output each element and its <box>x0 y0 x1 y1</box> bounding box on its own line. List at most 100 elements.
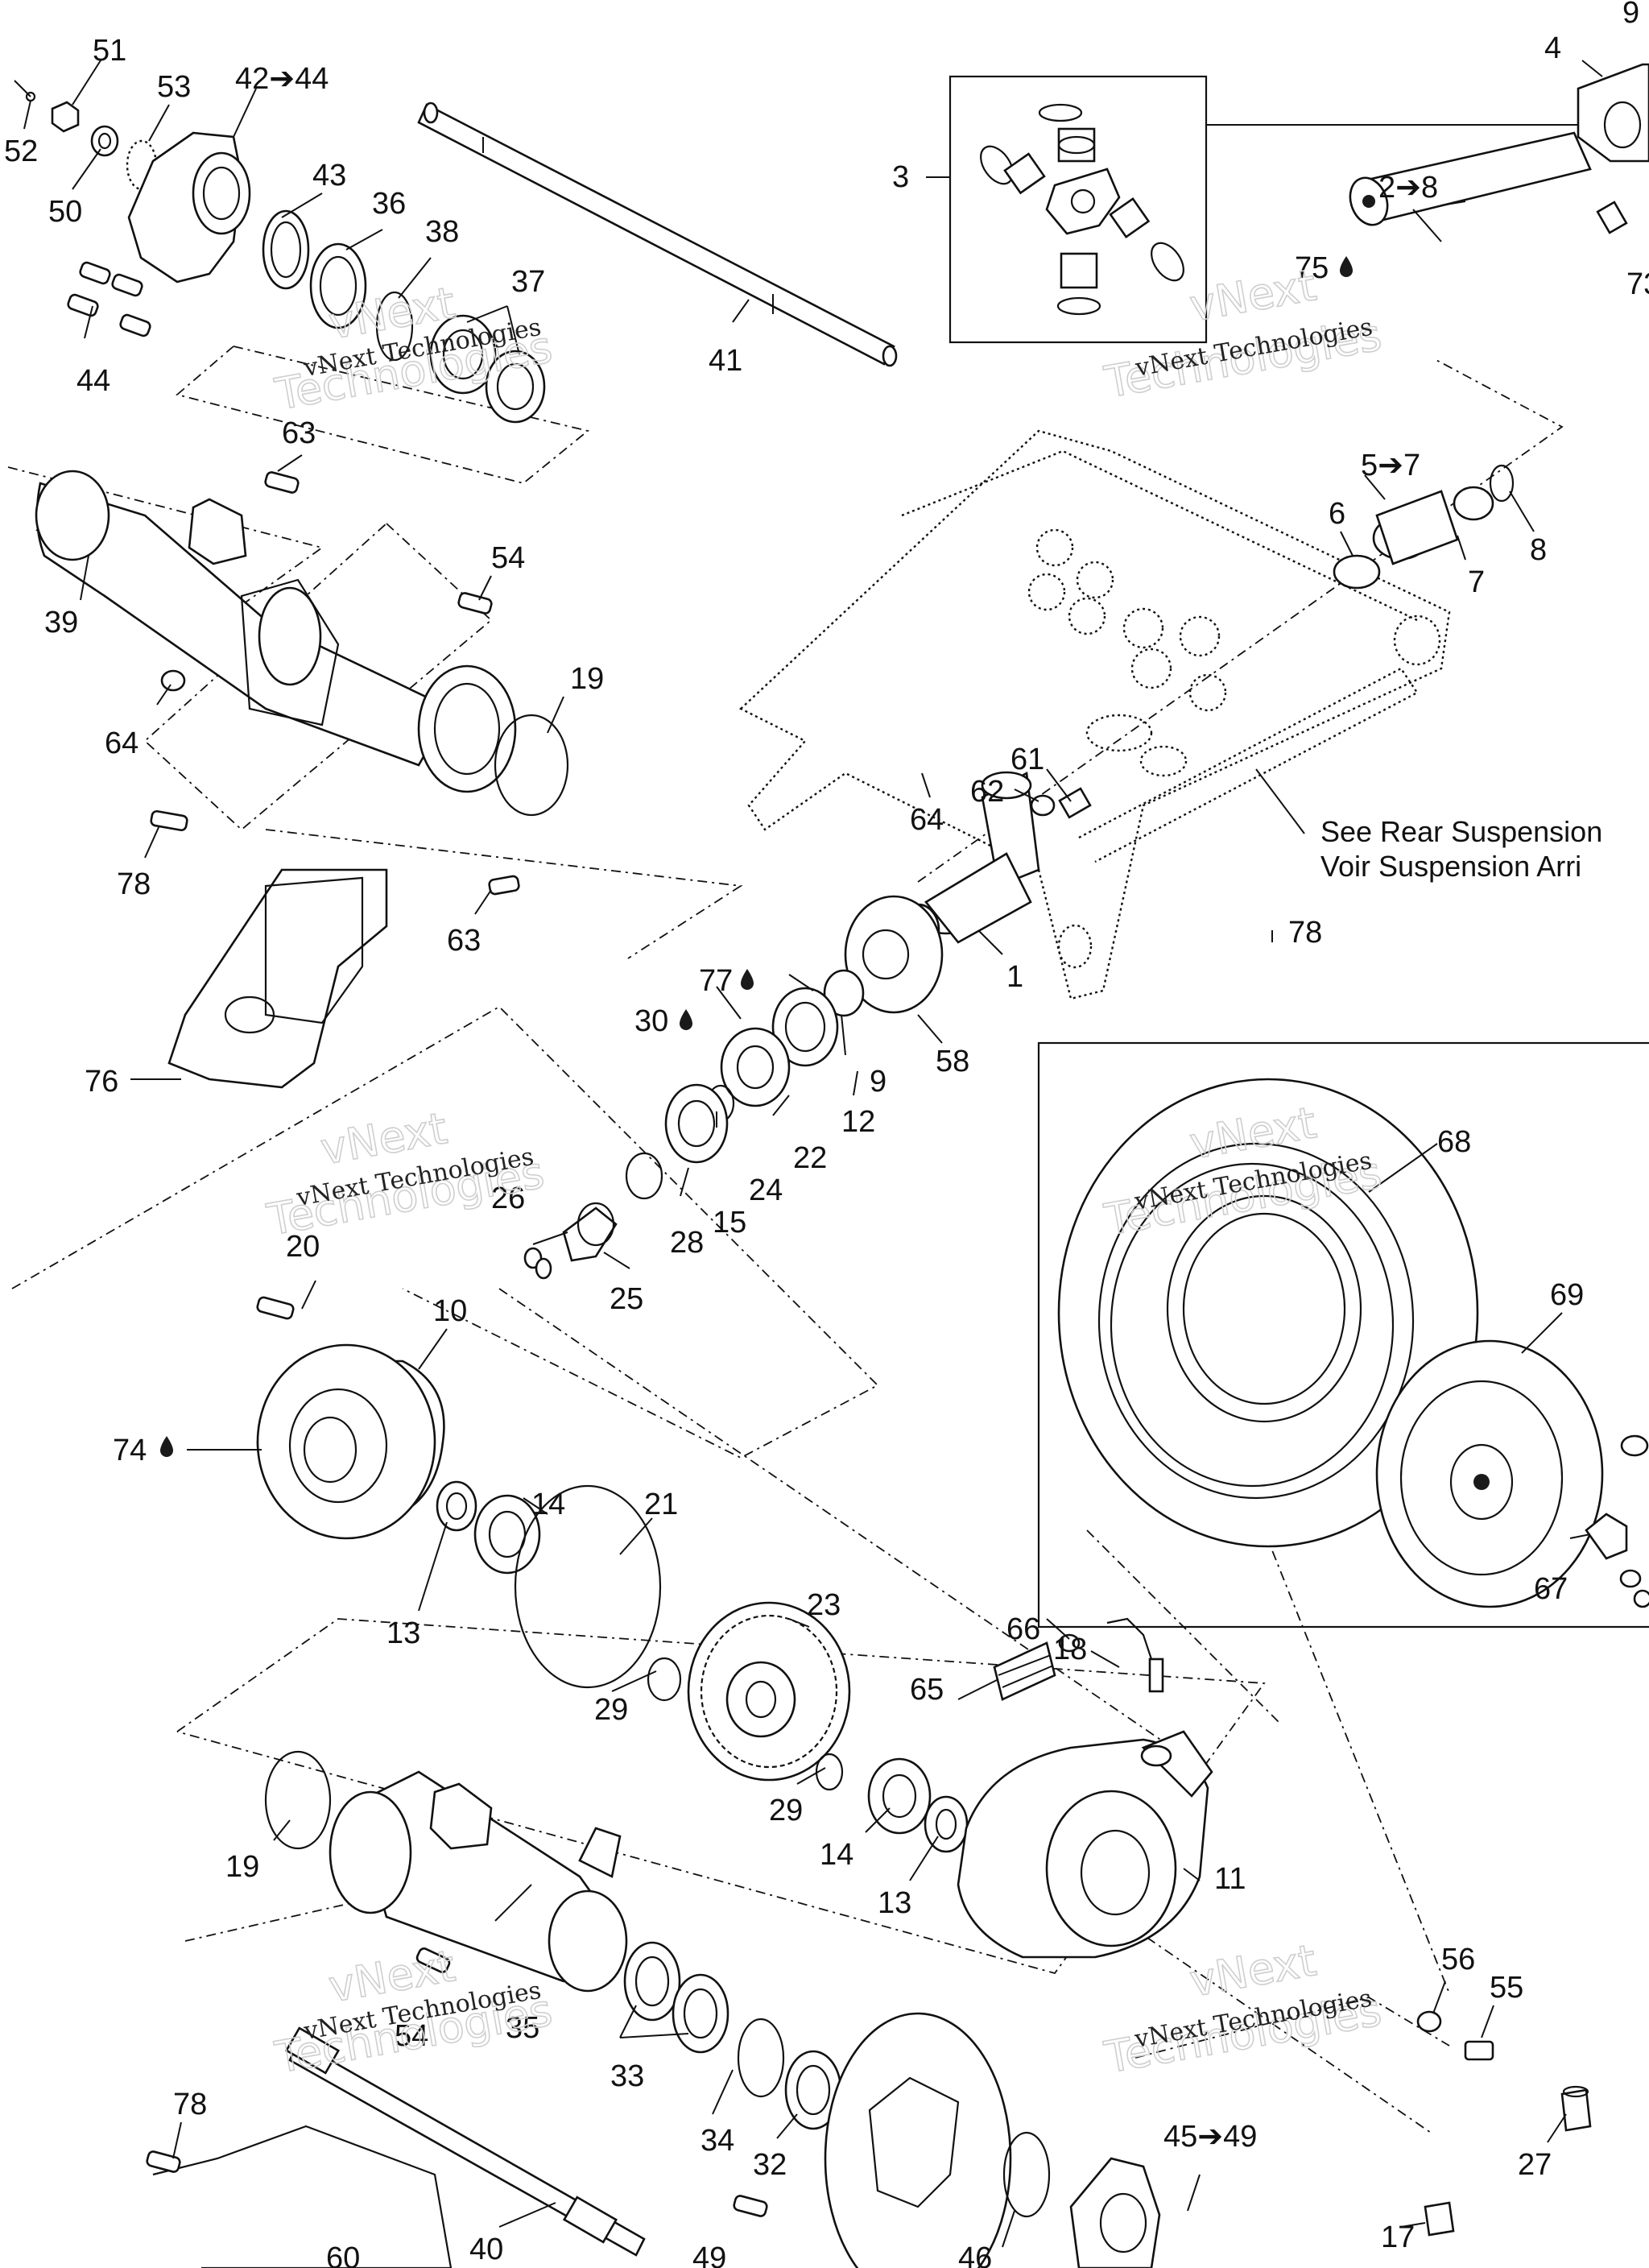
part-label: 61 <box>1010 743 1044 776</box>
oil-drop-icon <box>680 1009 692 1030</box>
part-label: 40 <box>469 2233 503 2266</box>
tube-housing-39 <box>35 470 569 817</box>
note-line-1: See Rear Suspension <box>1320 815 1602 848</box>
oil-drop-icons <box>160 256 1353 1457</box>
misc-small-parts <box>1416 2010 1592 2237</box>
part-label: 37 <box>511 265 545 299</box>
part-label: 30 <box>634 1004 668 1038</box>
differential-housing-11 <box>815 1617 1213 1959</box>
part-label: 17 <box>1381 2220 1415 2254</box>
part-label: 74 <box>113 1434 147 1467</box>
part-label: 19 <box>570 662 604 696</box>
part-label: 5➔7 <box>1361 449 1420 482</box>
oil-drop-icon <box>741 969 754 990</box>
part-label: 34 <box>701 2124 734 2158</box>
part-label: 64 <box>910 803 944 837</box>
part-label: 78 <box>1288 916 1322 950</box>
assembly-guide-lines <box>7 346 1564 2135</box>
part-label: 50 <box>48 195 82 229</box>
part-label: 58 <box>936 1045 969 1078</box>
part-label: 56 <box>1441 1943 1475 1976</box>
part-label: 54 <box>395 2019 428 2053</box>
part-label: 4 <box>1544 31 1561 65</box>
axle-shaft-40 <box>146 2026 646 2268</box>
wheel-detail-box <box>1037 1041 1649 1629</box>
part-label: 64 <box>105 726 138 760</box>
part-label: 9 <box>870 1065 886 1099</box>
part-label: 66 <box>1006 1612 1040 1646</box>
part-label: 11 <box>1214 1862 1246 1896</box>
part-label: 6 <box>1329 497 1345 531</box>
top-left-hub-group <box>14 80 546 424</box>
part-label: 75 <box>1295 251 1329 285</box>
watermark: vNext Technologies vNext Technologies <box>1100 1934 1386 2084</box>
part-label: 43 <box>312 159 346 192</box>
part-label: 55 <box>1490 1971 1523 2005</box>
part-label: 22 <box>793 1141 827 1175</box>
part-label: 3 <box>892 160 909 194</box>
part-label: 23 <box>807 1588 841 1622</box>
part-label: 33 <box>610 2059 644 2093</box>
part-label: 60 <box>326 2241 360 2268</box>
part-label: 42➔44 <box>235 62 329 96</box>
part-label: 29 <box>594 1693 628 1727</box>
part-label: 51 <box>93 34 126 68</box>
part-label: 1 <box>1006 960 1023 994</box>
part-label: 41 <box>709 344 742 378</box>
note-line-2: Voir Suspension Arri <box>1320 850 1581 883</box>
swing-arm <box>738 429 1451 1000</box>
part-label: 68 <box>1437 1125 1471 1159</box>
part-label: 38 <box>425 215 459 249</box>
part-label: 13 <box>386 1616 420 1650</box>
part-label: 19 <box>225 1850 259 1884</box>
part-label: 69 <box>1550 1278 1584 1312</box>
leader-lines <box>23 60 1603 2248</box>
brake-disc-and-hub <box>733 2012 1161 2268</box>
part-label: 9 <box>1622 0 1639 30</box>
part-labels: 51 52 53 42➔44 43 50 36 38 37 44 41 3 4 … <box>4 0 1649 2268</box>
part-label: 76 <box>85 1065 118 1099</box>
part-label: 32 <box>753 2148 787 2182</box>
part-label: 21 <box>644 1488 678 1521</box>
part-label: 36 <box>372 187 406 221</box>
part-label: 29 <box>769 1794 803 1827</box>
u-joint-detail-box <box>948 75 1594 344</box>
part-label: 20 <box>286 1230 320 1264</box>
part-label: 35 <box>506 2011 539 2045</box>
part-label: 24 <box>749 1173 783 1207</box>
part-label: 45➔49 <box>1163 2120 1257 2154</box>
part-label: 54 <box>491 541 525 575</box>
part-label: 25 <box>610 1282 643 1316</box>
part-label: 73 <box>1626 267 1649 301</box>
part-label: 27 <box>1518 2148 1552 2182</box>
part-label: 8 <box>1530 533 1547 567</box>
part-label: 28 <box>670 1226 704 1260</box>
oil-drop-icon <box>160 1436 173 1457</box>
part-label: 63 <box>282 416 316 450</box>
part-label: 62 <box>970 775 1004 809</box>
pinion-parts <box>523 771 1092 1280</box>
part-label: 7 <box>1468 565 1485 599</box>
bracket-76 <box>150 809 520 1089</box>
part-label: 13 <box>878 1886 911 1920</box>
oil-drop-icon <box>1340 256 1353 277</box>
part-label: 46 <box>958 2241 992 2268</box>
differential-cover-10 <box>256 1296 682 1702</box>
part-label: 12 <box>841 1105 875 1139</box>
watermark: vNext Technologies vNext Technologies <box>262 1102 548 1246</box>
part-label: 52 <box>4 135 38 168</box>
part-label: 26 <box>491 1182 525 1215</box>
ring-gear-23 <box>687 1601 851 1782</box>
axle-shaft-41 <box>417 101 898 367</box>
input-shaft-2 <box>1349 63 1649 234</box>
part-label: 18 <box>1053 1633 1087 1666</box>
axle-tube-35 <box>264 1750 842 2130</box>
part-label: 44 <box>76 364 110 398</box>
part-label: 77 <box>699 964 733 998</box>
part-label: 63 <box>447 924 481 958</box>
part-label: 14 <box>531 1488 565 1521</box>
part-label: 67 <box>1534 1572 1568 1606</box>
part-label: 10 <box>433 1294 467 1328</box>
boot-clamps <box>1333 464 1515 590</box>
